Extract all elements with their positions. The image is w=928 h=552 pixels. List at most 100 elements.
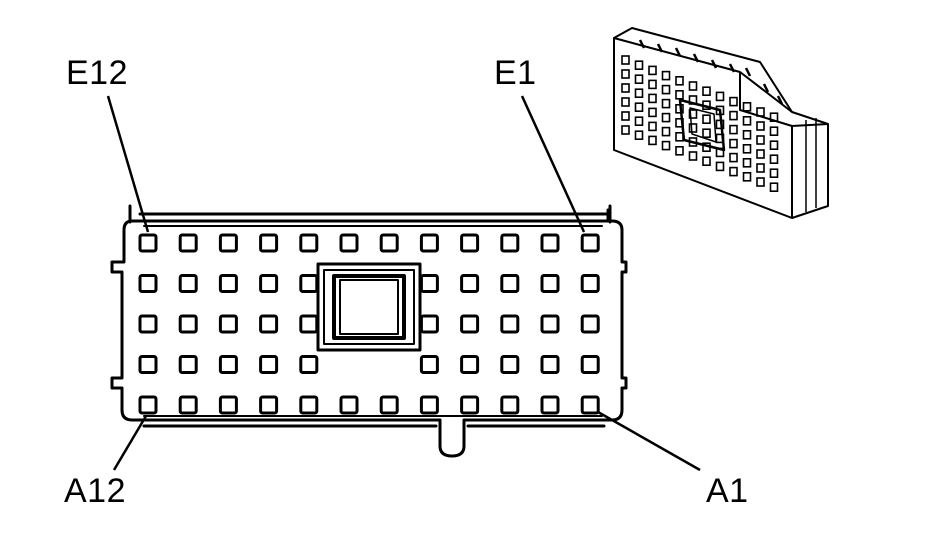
pin-cavity: [580, 274, 600, 293]
illustration-pin: [688, 123, 698, 133]
pin-cavity: [540, 274, 560, 293]
pin-cavity: [259, 274, 279, 293]
pin-cavity: [540, 314, 560, 334]
illustration-pin: [742, 116, 752, 126]
illustration-pin: [675, 104, 684, 114]
illustration-pin: [648, 135, 657, 146]
leader-a12: [112, 415, 148, 471]
illustration-pin: [742, 158, 752, 168]
pin-cavity: [419, 314, 439, 334]
illustration-pin: [688, 137, 698, 147]
pin-cavity: [540, 233, 560, 253]
illustration-pin: [742, 144, 752, 154]
pin-cavity: [218, 314, 238, 334]
illustration-pin: [729, 138, 738, 149]
pin-cavity: [138, 395, 158, 415]
illustration-pin: [621, 97, 630, 107]
illustration-pin: [661, 98, 671, 109]
label-a12: A12: [64, 472, 126, 510]
illustration-pin-grid: [621, 55, 779, 192]
illustration-pin: [756, 107, 765, 117]
illustration-pin: [769, 126, 779, 136]
pin-cavity: [339, 233, 359, 253]
pin-cavity: [419, 355, 439, 374]
pin-cavity: [580, 395, 600, 415]
illustration-pin: [702, 156, 711, 166]
illustration-pin: [756, 149, 765, 159]
pin-cavity: [299, 395, 319, 415]
illustration-pin: [742, 130, 752, 140]
pin-cavity: [138, 233, 158, 253]
illustration-pin: [729, 166, 738, 177]
pin-cavity: [580, 233, 600, 253]
illustration-pin: [634, 116, 644, 126]
illustration-pin: [769, 154, 779, 164]
pin-cavity: [500, 314, 520, 334]
illustration-pin: [702, 142, 711, 152]
illustration-pin: [769, 182, 779, 192]
illustration-pin: [715, 119, 725, 130]
pin-cavity: [178, 314, 198, 334]
illustration-pin: [661, 112, 671, 123]
illustration-pin: [702, 128, 711, 138]
illustration-pin: [715, 133, 725, 144]
illustration-pin: [688, 151, 698, 161]
leader-e12: [106, 95, 150, 233]
illustration-pin: [621, 69, 630, 79]
pin-grid: [138, 233, 600, 415]
leader-a1: [597, 410, 701, 472]
illustration-pin: [702, 100, 711, 110]
pin-cavity: [178, 274, 198, 293]
illustration-pin: [702, 114, 711, 124]
pin-cavity: [500, 355, 520, 374]
illustration-pin: [634, 60, 644, 71]
illustration-pin: [756, 177, 765, 187]
illustration-pin: [634, 88, 644, 98]
pin-cavity: [379, 395, 399, 415]
leader-e1: [520, 95, 586, 233]
pin-cavity: [419, 395, 439, 415]
label-e1: E1: [494, 54, 537, 92]
illustration-pin: [729, 124, 738, 135]
pin-cavity: [259, 395, 279, 415]
pin-cavity: [540, 395, 560, 415]
illustration-pin: [675, 118, 684, 128]
illustration-pin: [769, 112, 779, 122]
illustration-pin: [715, 161, 725, 172]
pin-cavity: [178, 395, 198, 415]
illustration-pin: [675, 76, 684, 86]
illustration-pin: [715, 91, 725, 102]
pin-cavity: [460, 395, 480, 415]
label-e12: E12: [66, 54, 128, 92]
illustration-pin: [675, 90, 684, 100]
illustration-pin: [648, 79, 657, 90]
illustration-pin: [688, 109, 698, 119]
illustration-pin: [756, 135, 765, 145]
housing-outline: [110, 208, 628, 458]
pin-cavity: [259, 314, 279, 334]
illustration-pin: [675, 146, 684, 156]
illustration-pin: [729, 110, 738, 121]
pin-cavity: [500, 274, 520, 293]
pin-cavity: [138, 274, 158, 293]
pin-cavity: [500, 395, 520, 415]
pin-cavity: [580, 355, 600, 374]
illustration-pin: [742, 172, 752, 182]
pin-cavity: [299, 233, 319, 253]
illustration-pin: [715, 105, 725, 116]
pin-cavity: [299, 314, 319, 334]
pin-cavity: [580, 314, 600, 334]
illustration-pin: [634, 130, 644, 140]
illustration-pin: [756, 121, 765, 131]
illustration-pin: [702, 86, 711, 96]
pin-cavity: [218, 355, 238, 374]
illustration-pin: [756, 163, 765, 173]
illustration-pin: [769, 140, 779, 150]
pin-cavity: [138, 355, 158, 374]
illustration-pin: [648, 93, 657, 104]
illustration-pin: [769, 168, 779, 178]
illustration-pin: [634, 102, 644, 112]
pin-cavity: [218, 233, 238, 253]
